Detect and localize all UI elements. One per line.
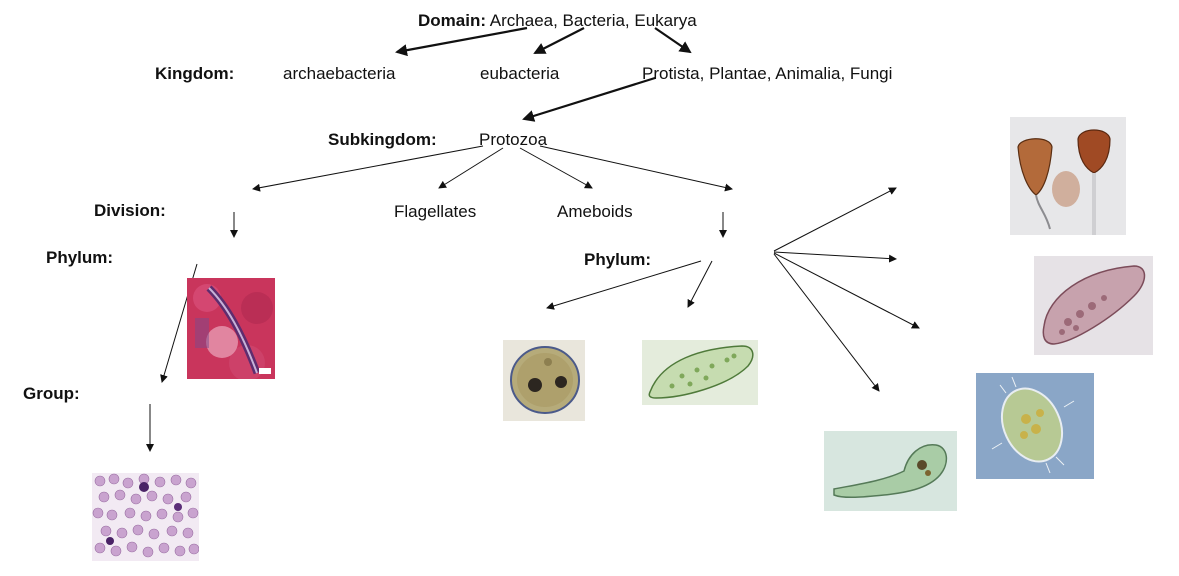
paramecium-micrograph	[642, 340, 758, 405]
blood-smear-micrograph	[92, 473, 199, 561]
blood-parasite-micrograph	[187, 278, 275, 379]
phylum-label-right: Phylum:	[584, 250, 652, 269]
stentor-micrograph	[824, 431, 957, 511]
kingdom-archaebacteria: archaebacteria	[283, 64, 396, 83]
arrow-protista-protozoa	[522, 76, 656, 122]
arrow-domain-archaea	[395, 26, 528, 57]
phylum-label-left: Phylum:	[46, 248, 114, 267]
kingdom-eubacteria: eubacteria	[480, 64, 560, 83]
arrow-phylum-paramecium	[687, 260, 713, 308]
arrow-protozoa-div4	[539, 145, 733, 192]
kingdom-label: Kingdom:	[155, 64, 235, 83]
arrow-protozoa-flagellates	[438, 147, 504, 189]
subkingdom-protozoa: Protozoa	[479, 130, 548, 149]
oval-ciliate-micrograph	[1034, 256, 1153, 355]
hairy-ciliate-micrograph	[976, 373, 1094, 479]
division-flagellates: Flagellates	[394, 202, 477, 221]
arrow-fan-4	[773, 253, 880, 392]
domain-row: Domain: Archaea, Bacteria, Eukarya	[418, 11, 697, 31]
arrow-fan-1	[773, 187, 897, 252]
arrow-protozoa-div1	[252, 145, 484, 192]
group-label: Group:	[23, 384, 80, 403]
arrow-domain-bacteria	[533, 27, 585, 54]
arrow-protozoa-ameboids	[519, 147, 593, 189]
domain-value: Archaea, Bacteria, Eukarya	[489, 11, 697, 30]
kingdom-eukarya-kingdoms: Protista, Plantae, Animalia, Fungi	[642, 64, 893, 83]
division-label: Division:	[94, 201, 166, 220]
division-ameboids: Ameboids	[557, 202, 633, 221]
vorticella-micrograph	[1010, 117, 1126, 235]
arrow-domain-eukarya	[654, 27, 692, 54]
arrow-fan-3	[773, 252, 920, 329]
subkingdom-label: Subkingdom:	[328, 130, 437, 149]
arrow-fan-2	[773, 251, 897, 263]
round-ciliate-micrograph	[503, 340, 585, 421]
domain-label: Domain:	[418, 11, 486, 30]
